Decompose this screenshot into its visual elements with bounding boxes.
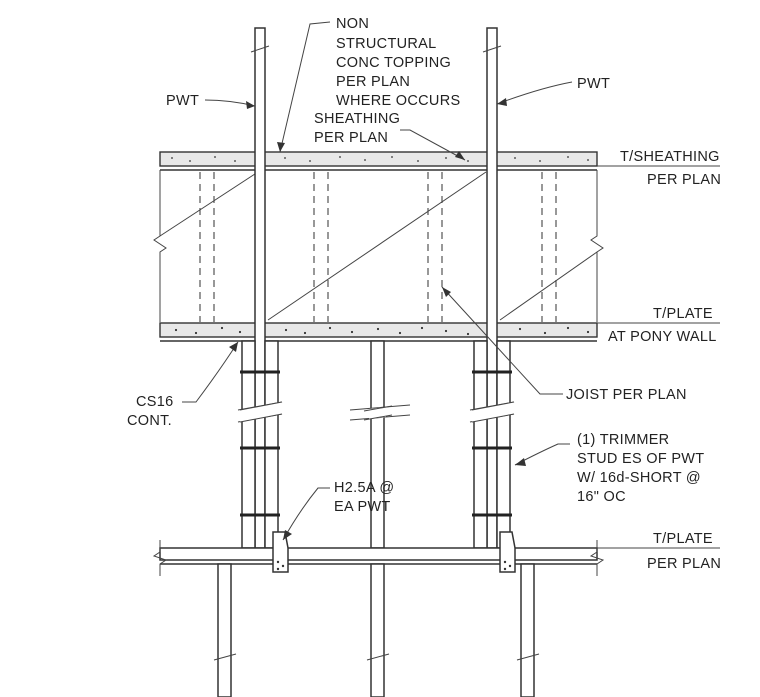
- topping-label-5: WHERE OCCURS: [336, 93, 460, 109]
- bottom-plate: [152, 540, 720, 576]
- t-sheathing-label: T/SHEATHING: [620, 149, 720, 165]
- left-break-line: [153, 170, 167, 322]
- cs16-label-1: CS16: [136, 394, 173, 410]
- h25a-clips: [272, 531, 516, 573]
- pwt-left-label: PWT: [166, 93, 199, 109]
- cs16-straps: [240, 370, 512, 517]
- h25a-label-2: EA PWT: [334, 499, 391, 515]
- topping-stipple: [171, 156, 589, 162]
- t-plate-pony-sub-label: AT PONY WALL: [608, 329, 717, 345]
- diagonal-center: [267, 171, 487, 321]
- pwt-right-label: PWT: [577, 76, 610, 92]
- t-plate-bottom-label: T/PLATE: [653, 531, 713, 547]
- sheathing-label-2: PER PLAN: [314, 130, 388, 146]
- topping-label-4: PER PLAN: [336, 74, 410, 90]
- t-plate-bottom-sub-label: PER PLAN: [647, 556, 721, 572]
- leader-lines: [182, 21, 573, 541]
- floor-assembly: [153, 151, 720, 322]
- concrete-topping: [159, 151, 598, 167]
- topping-label-1: NON: [336, 16, 369, 32]
- t-sheathing-sub-label: PER PLAN: [647, 172, 721, 188]
- h25a-label-1: H2.5A @: [334, 480, 394, 496]
- trimmer-label-4: 16" OC: [577, 489, 626, 505]
- trimmer-label-1: (1) TRIMMER: [577, 432, 669, 448]
- trimmer-label-3: W/ 16d-SHORT @: [577, 470, 701, 486]
- diagonal-left: [159, 171, 259, 237]
- labels: PWT PWT NON STRUCTURAL CONC TOPPING PER …: [127, 16, 721, 572]
- right-break-line: [590, 170, 604, 322]
- pwt-post-left: [254, 27, 266, 549]
- pwt-post-right: [486, 27, 498, 549]
- joist-label: JOIST PER PLAN: [566, 387, 687, 403]
- topping-label-2: STRUCTURAL: [336, 36, 436, 52]
- trimmer-label-2: STUD ES OF PWT: [577, 451, 704, 467]
- lower-studs: [213, 563, 540, 697]
- topping-label-3: CONC TOPPING: [336, 55, 451, 71]
- cs16-label-2: CONT.: [127, 413, 172, 429]
- sheathing-label-1: SHEATHING: [314, 111, 400, 127]
- t-plate-pony-label: T/PLATE: [653, 306, 713, 322]
- diagonal-right: [499, 251, 598, 321]
- joists: [199, 172, 557, 322]
